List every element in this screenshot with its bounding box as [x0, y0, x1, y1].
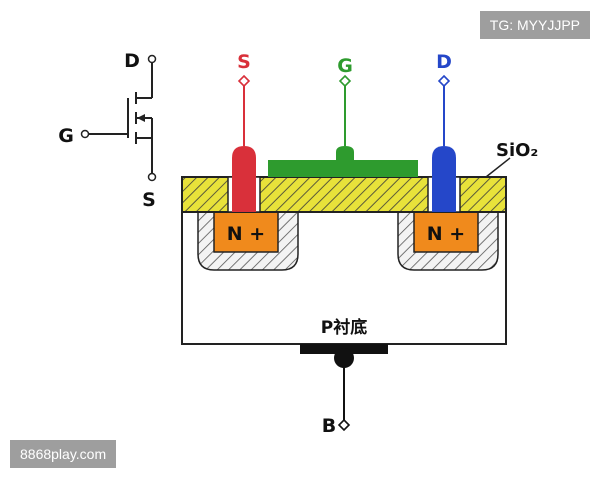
gate-terminal — [338, 74, 352, 88]
oxide-pointer — [485, 157, 511, 178]
body-label: B — [322, 415, 336, 437]
gate-cap — [336, 146, 354, 160]
watermark-top-right: TG: MYYJJPP — [479, 11, 590, 39]
drain-electrode — [432, 146, 456, 212]
source-terminal — [237, 74, 251, 88]
left-n-plus-label: N + — [227, 223, 265, 245]
substrate-label: P衬底 — [321, 317, 367, 338]
symbol-source-terminal — [147, 172, 157, 182]
left-n-plus-region — [213, 211, 279, 253]
symbol-drain-label: D — [124, 50, 140, 72]
symbol-drain-terminal — [147, 54, 157, 64]
body-terminal — [337, 418, 351, 432]
source-electrode — [232, 146, 256, 212]
drain-label: D — [436, 51, 452, 73]
symbol-gate-terminal — [80, 129, 90, 139]
symbol-source-label: S — [142, 189, 156, 211]
gate-electrode — [268, 160, 418, 177]
oxide-label: SiO₂ — [496, 140, 538, 161]
mosfet-symbol — [88, 62, 153, 174]
right-n-plus-label: N + — [427, 223, 465, 245]
source-label: S — [237, 51, 251, 73]
right-n-plus-region — [413, 211, 479, 253]
symbol-gate-label: G — [58, 125, 74, 147]
drain-terminal — [437, 74, 451, 88]
watermark-bottom-left: 8868play.com — [10, 440, 117, 468]
gate-label: G — [337, 55, 353, 77]
